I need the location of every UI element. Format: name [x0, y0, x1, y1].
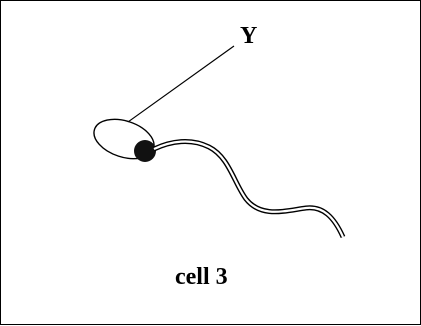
- sperm-midpiece-dot: [134, 140, 156, 162]
- sperm-tail-inner: [153, 140, 345, 238]
- label-leader-line: [113, 45, 235, 133]
- label-y: Y: [240, 23, 258, 49]
- cell-caption: cell 3: [175, 264, 228, 290]
- sperm-tail-outer: [152, 139, 346, 239]
